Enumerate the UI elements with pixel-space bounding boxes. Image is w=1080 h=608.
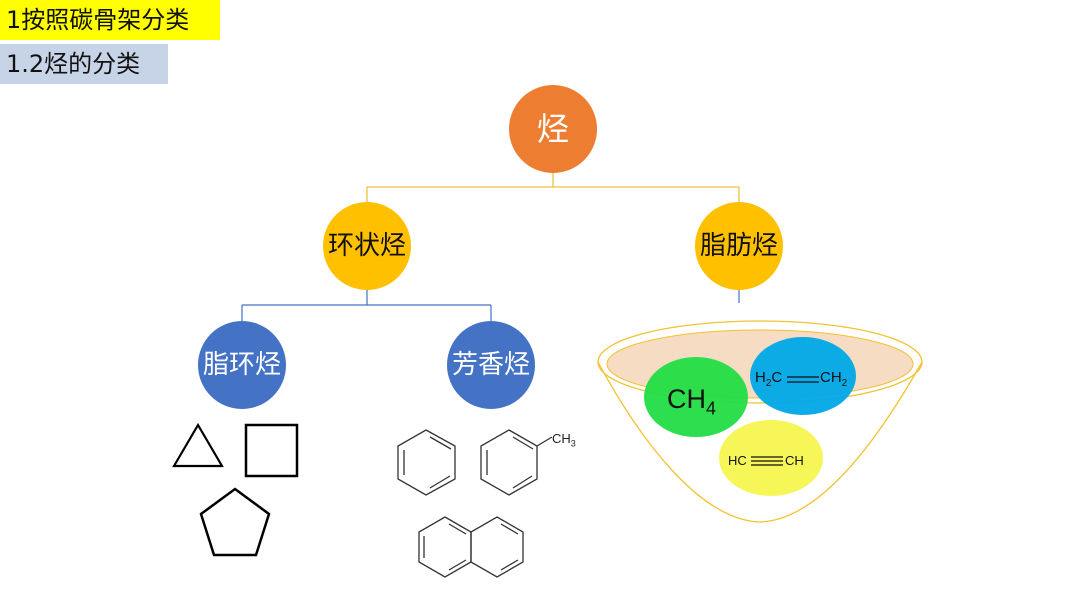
acetylene-formula-right: CH	[785, 453, 804, 468]
node-aliphatic-label: 脂肪烃	[699, 231, 778, 261]
cyclic-connector	[241, 290, 492, 322]
methane-formula: CH4	[667, 384, 717, 419]
section-title: 1按照碳骨架分类	[0, 0, 220, 40]
ethylene-double-bond	[787, 376, 819, 383]
ethylene-formula-left: H2C	[755, 369, 783, 389]
naphthalene-icon	[418, 516, 524, 578]
benzene-icon	[397, 429, 456, 496]
square-icon	[244, 423, 299, 478]
methane-blob	[644, 357, 748, 437]
toluene-icon	[480, 429, 553, 496]
acetylene-formula-left: HC	[728, 453, 747, 468]
node-alicyclic: 脂环烃	[198, 321, 286, 409]
root-connector	[366, 172, 740, 203]
node-cyclic: 环状烃	[323, 202, 411, 290]
node-hydrocarbon-label: 烃	[536, 110, 569, 148]
pentagon-icon	[199, 487, 271, 557]
toluene-methyl-label: CH3	[552, 431, 576, 449]
acetylene-blob	[719, 420, 823, 496]
node-alicyclic-label: 脂环烃	[202, 350, 281, 380]
node-cyclic-label: 环状烃	[327, 231, 406, 261]
ethylene-blob	[750, 337, 856, 415]
subsection-title: 1.2烃的分类	[0, 44, 168, 84]
node-aliphatic: 脂肪烃	[695, 202, 783, 290]
node-aromatic-label: 芳香烃	[451, 350, 530, 380]
ethylene-formula-right: CH2	[820, 369, 848, 389]
node-aromatic: 芳香烃	[447, 321, 535, 409]
node-hydrocarbon: 烃	[509, 85, 597, 173]
acetylene-triple-bond	[751, 456, 783, 466]
triangle-icon	[172, 422, 224, 468]
